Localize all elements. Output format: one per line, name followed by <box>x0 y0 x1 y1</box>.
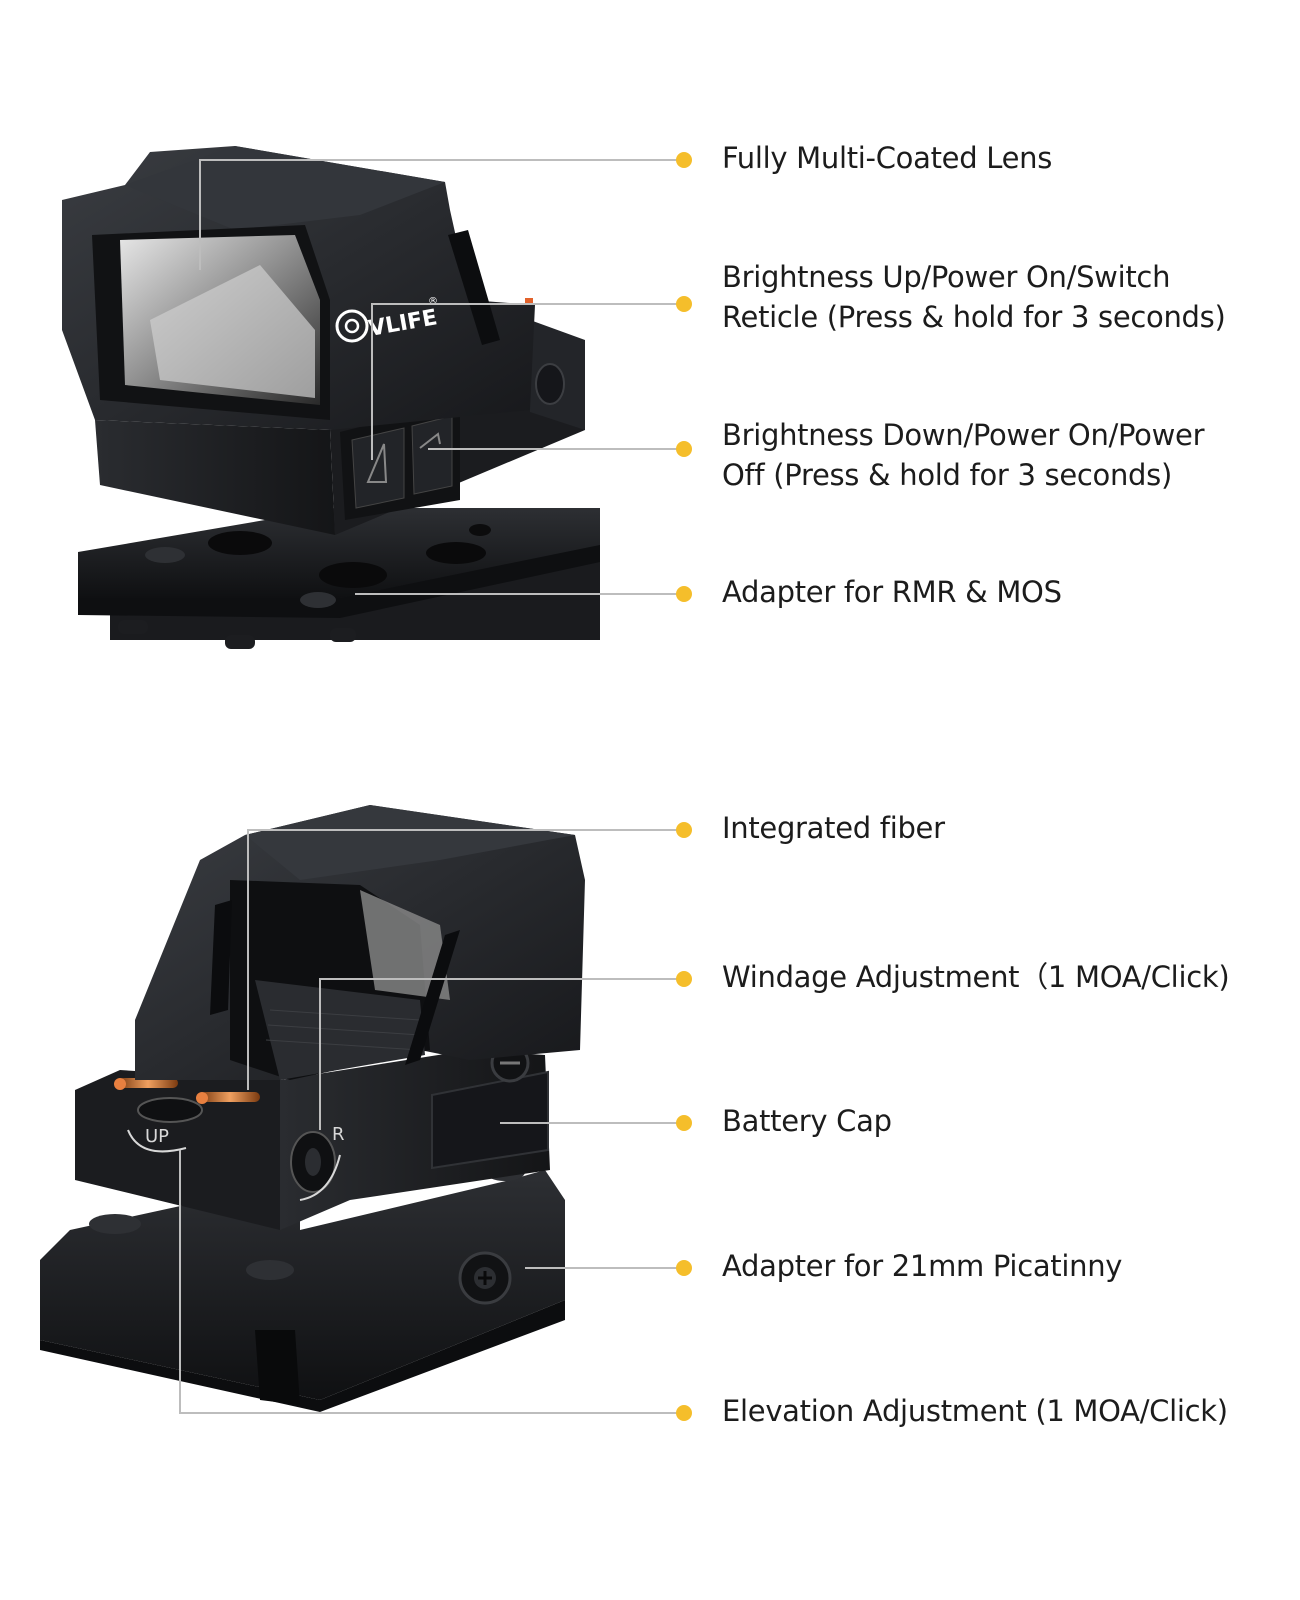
dial-mark-up: UP <box>145 1126 169 1147</box>
rmr-mos-adapter-plate <box>78 508 600 649</box>
leader-line <box>319 978 684 1130</box>
integrated-fiber <box>114 1078 260 1104</box>
callout-leader-lines <box>179 159 684 1414</box>
callout-line: Battery Cap <box>722 1104 892 1138</box>
callout-line: Adapter for RMR & MOS <box>722 575 1062 609</box>
callout-line: Brightness Down/Power On/Power <box>722 418 1205 452</box>
callout-dot <box>676 1115 692 1131</box>
callout-line: Windage Adjustment（1 MOA/Click) <box>722 960 1230 994</box>
callout-dot <box>676 1260 692 1276</box>
callout-dot <box>676 971 692 987</box>
picatinny-adapter-mount <box>40 1163 565 1412</box>
callout-dot <box>676 822 692 838</box>
brightness-buttons-panel <box>340 402 460 520</box>
callout-windage-adjustment: Windage Adjustment（1 MOA/Click) <box>722 957 1292 997</box>
callout-adapter-picatinny: Adapter for 21mm Picatinny <box>722 1246 1292 1286</box>
leader-line <box>371 303 684 460</box>
callout-line: Fully Multi-Coated Lens <box>722 141 1052 175</box>
callout-elevation-adjustment: Elevation Adjustment (1 MOA/Click) <box>722 1391 1292 1431</box>
callout-line: Elevation Adjustment (1 MOA/Click) <box>722 1394 1228 1428</box>
top-red-dot-sight: VLIFE ® <box>62 146 600 649</box>
callout-line: Off (Press & hold for 3 seconds) <box>722 458 1172 492</box>
callout-brightness-down: Brightness Down/Power On/Power Off (Pres… <box>722 415 1292 495</box>
callout-dot <box>676 1405 692 1421</box>
registered-mark: ® <box>428 296 438 307</box>
callout-battery-cap: Battery Cap <box>722 1101 1292 1141</box>
callout-line: Adapter for 21mm Picatinny <box>722 1249 1123 1283</box>
callout-dot <box>676 586 692 602</box>
callout-dots <box>676 152 692 1421</box>
callout-line: Reticle (Press & hold for 3 seconds) <box>722 300 1226 334</box>
windage-adjustment-dial: R <box>290 1124 345 1201</box>
callout-adapter-rmr-mos: Adapter for RMR & MOS <box>722 572 1292 612</box>
callout-fully-multi-coated-lens: Fully Multi-Coated Lens <box>722 138 1292 178</box>
dial-mark-right: R <box>332 1124 345 1145</box>
leader-line <box>179 1150 684 1414</box>
callout-brightness-up: Brightness Up/Power On/Switch Reticle (P… <box>722 257 1292 337</box>
callout-dot <box>676 152 692 168</box>
callout-dot <box>676 441 692 457</box>
callout-line: Brightness Up/Power On/Switch <box>722 260 1171 294</box>
bottom-red-dot-sight: R UP <box>40 805 585 1412</box>
callout-dot <box>676 296 692 312</box>
leader-line <box>199 159 684 270</box>
elevation-adjustment-dial: UP <box>127 1097 203 1153</box>
fully-multi-coated-lens <box>92 225 330 420</box>
callout-integrated-fiber: Integrated fiber <box>722 808 1292 848</box>
callout-line: Integrated fiber <box>722 811 945 845</box>
leader-line <box>247 829 684 1090</box>
